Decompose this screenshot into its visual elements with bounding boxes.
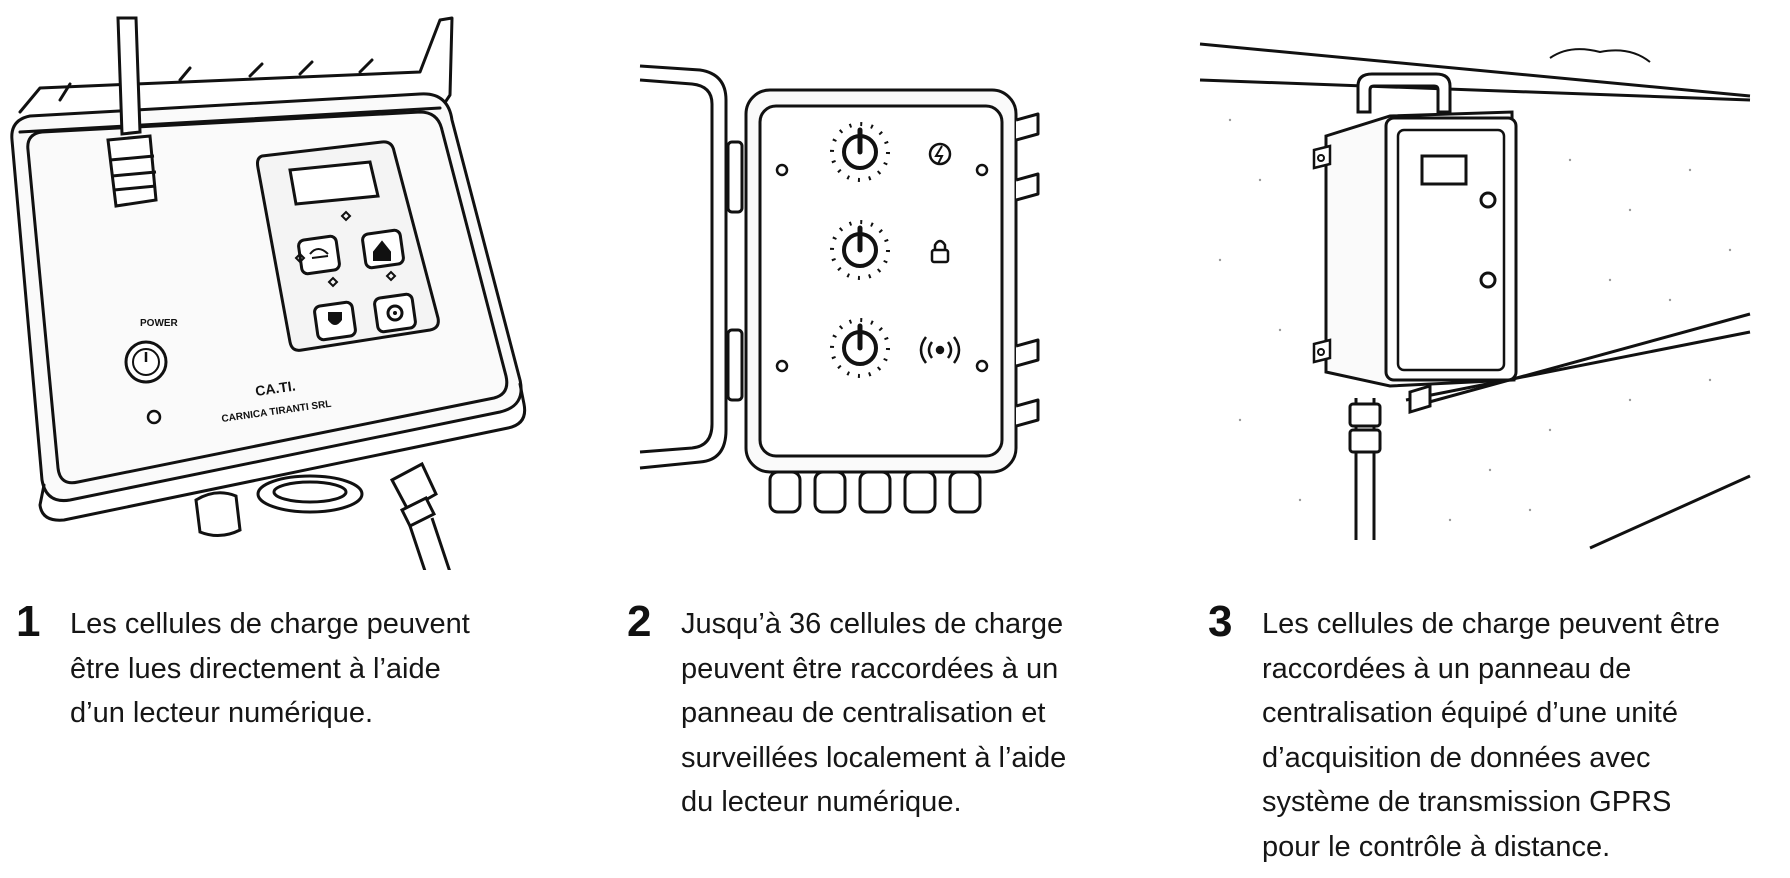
power-label: POWER — [140, 318, 179, 329]
wireless-signal-icon — [919, 336, 961, 364]
step-number: 3 — [1208, 597, 1233, 646]
power-button-icon[interactable] — [124, 340, 168, 384]
digital-reader-illustration: POWER CA.TI. CARNICA TIRANTI SRL — [10, 16, 527, 570]
wall-texture — [1218, 118, 1732, 522]
gprs-unit-illustration — [1199, 42, 1751, 550]
home-icon[interactable] — [361, 228, 405, 270]
step-description: Les cellules de charge peuvent être racc… — [1262, 608, 1720, 863]
enclosure-box-icon — [1312, 110, 1518, 388]
lightning-icon — [928, 142, 952, 166]
pipe-icon — [1348, 72, 1452, 540]
rotary-knob-icon[interactable] — [830, 220, 890, 280]
lock-icon — [930, 239, 950, 264]
step-number: 1 — [16, 597, 41, 646]
brand-name: CA.TI. — [254, 377, 296, 398]
step-number: 2 — [627, 597, 652, 646]
display-screen-icon — [1420, 154, 1468, 186]
rotary-knob-icon[interactable] — [830, 122, 890, 182]
centralization-panel-illustration — [639, 64, 1040, 514]
shield-icon[interactable] — [313, 300, 357, 342]
rotary-knob-icon[interactable] — [830, 318, 890, 378]
led-indicator-icon — [146, 409, 162, 425]
keypad-panel — [256, 140, 440, 352]
cable-gland-icon — [768, 470, 982, 514]
step-description: Jusqu’à 36 cellules de charge peuvent êt… — [681, 608, 1067, 818]
gear-icon[interactable] — [373, 292, 417, 334]
step-description: Les cellules de charge peuvent être lues… — [70, 608, 470, 729]
battery-cycle-icon[interactable] — [297, 234, 341, 276]
antenna-icon — [106, 16, 158, 208]
display-screen-icon — [288, 160, 380, 206]
cable-gland-icon — [194, 461, 451, 570]
